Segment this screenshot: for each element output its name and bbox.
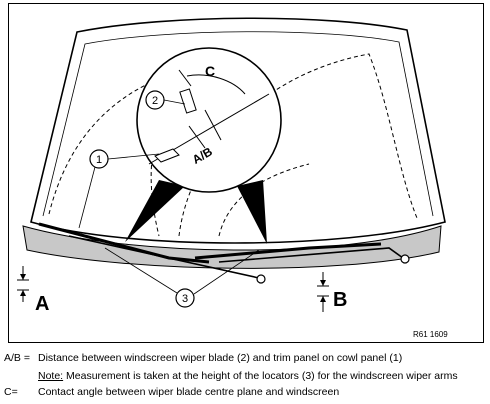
legend-ab-key: A/B = (4, 352, 30, 364)
cowl-trim-panel (22, 225, 442, 269)
callout-3: 3 (182, 293, 188, 305)
legend-ab-text: Distance between windscreen wiper blade … (38, 352, 403, 364)
dimension-a (17, 266, 29, 302)
legend-c-text: Contact angle between wiper blade centre… (38, 386, 340, 398)
zoom-cone-right (237, 180, 267, 244)
label-a: A (35, 293, 49, 315)
legend-note-text: Measurement is taken at the height of th… (63, 370, 458, 382)
figure-code: R61 1609 (413, 330, 448, 339)
zoom-cone-left (125, 180, 185, 242)
label-b: B (333, 289, 347, 311)
legend-c-key: C= (4, 386, 18, 398)
legend-ab: A/B = Distance between windscreen wiper b… (4, 352, 402, 365)
right-wiper-arm (218, 247, 404, 263)
legend-note: Note: Measurement is taken at the height… (38, 370, 458, 383)
label-c: C (205, 63, 215, 79)
legend-note-label: Note: (38, 370, 64, 382)
callout-3-circle (175, 288, 195, 308)
legend-c: C= Contact angle between wiper blade cent… (4, 386, 339, 399)
dimension-b (317, 272, 329, 312)
diagram-svg: 1 2 3 C A/B A B R61 1609 (17, 17, 448, 339)
right-wiper-blade (194, 242, 382, 260)
callout-2: 2 (152, 95, 158, 107)
callout-1: 1 (96, 154, 102, 166)
windscreen-inner-line (42, 31, 434, 217)
windscreen-wiper-diagram: 1 2 3 C A/B A B R61 1609 (8, 3, 484, 343)
